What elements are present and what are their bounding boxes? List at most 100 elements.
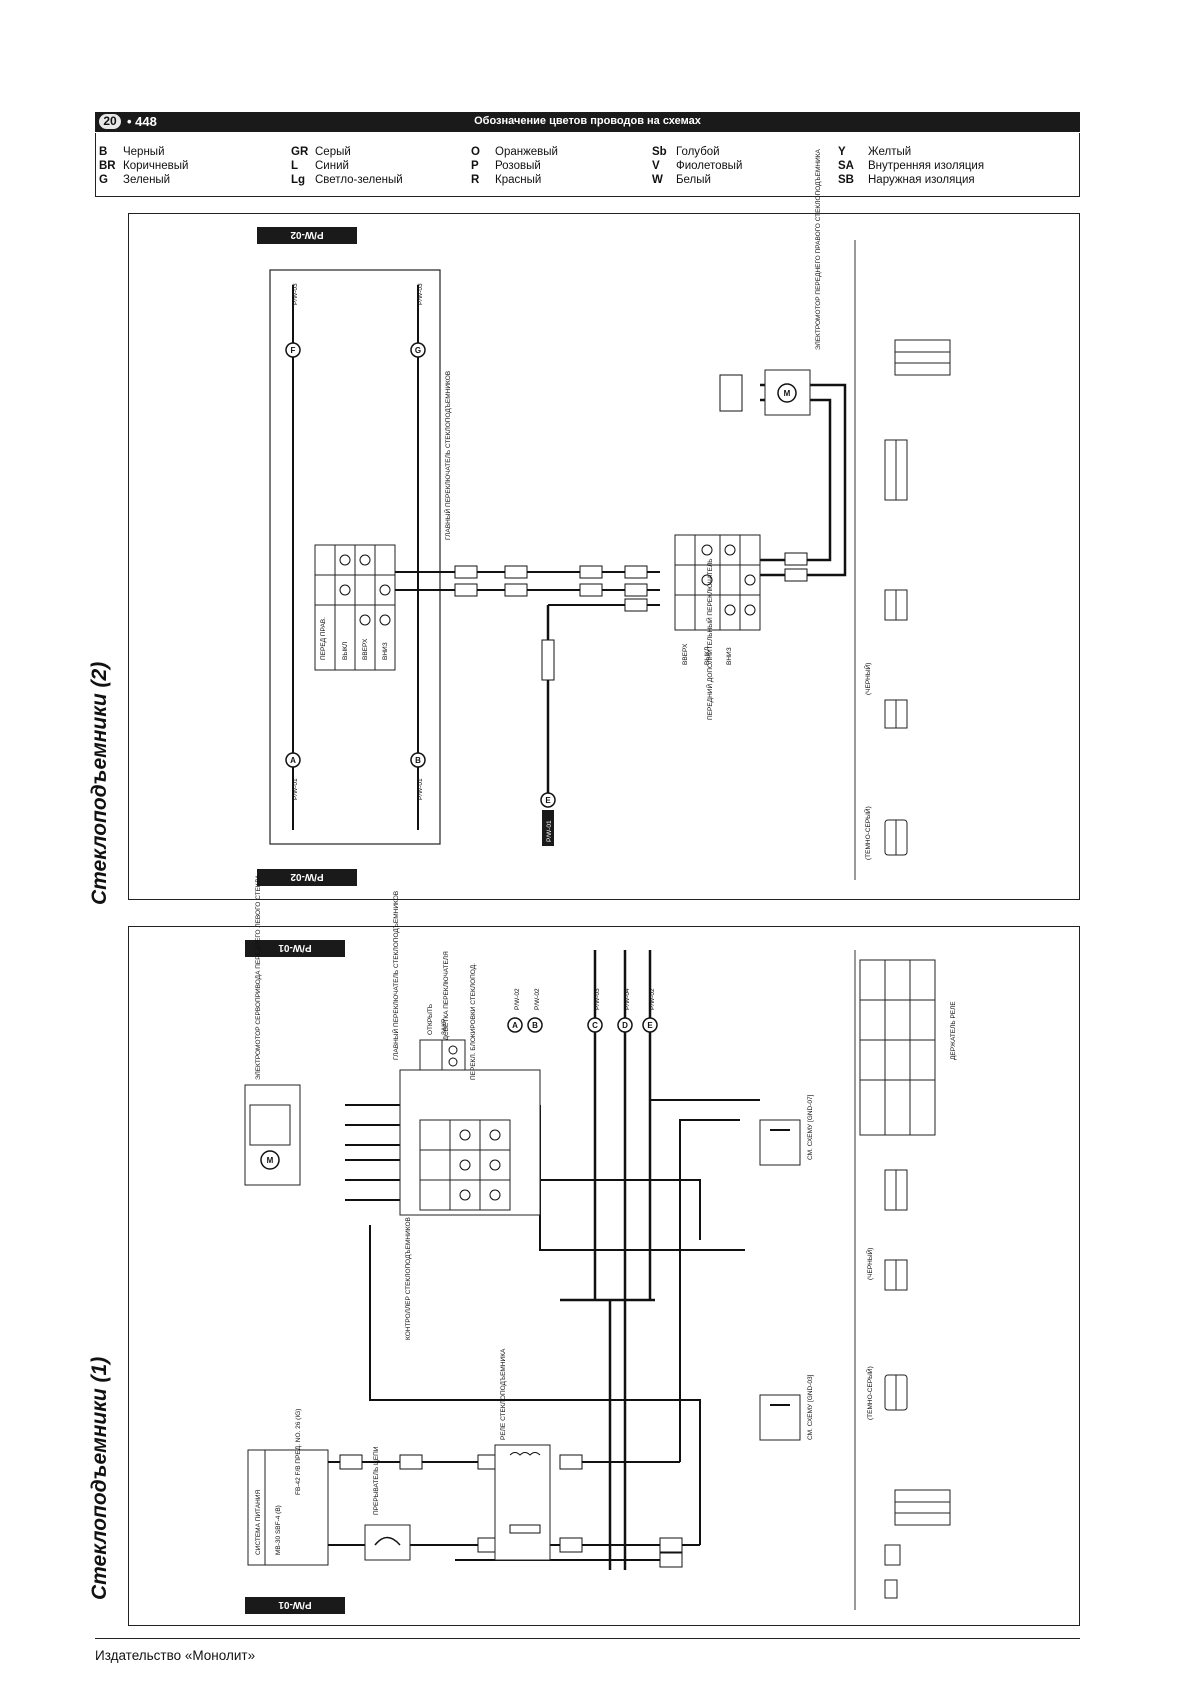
legend-title: Обозначение цветов проводов на схемах [474, 115, 701, 127]
header-bar: 20 • 448 Обозначение цветов проводов на … [95, 112, 1080, 132]
svg-text:СМ. СХЕМУ [GND-07]: СМ. СХЕМУ [GND-07] [807, 1094, 814, 1160]
main-switch-label: ГЛАВНЫЙ ПЕРЕКЛЮЧАТЕЛЬ СТЕКЛОПОДЪЕМНИКОВ [443, 371, 452, 540]
svg-text:G: G [415, 346, 421, 355]
footer-rule [95, 1638, 1080, 1639]
link-b: B P/W-01 [410, 752, 426, 800]
ground-1: СМ. СХЕМУ [GND-03] [759, 1374, 814, 1441]
svg-text:ЭЛЕКТРОМОТОР СЕРВОПРИВОДА ПЕРЕ: ЭЛЕКТРОМОТОР СЕРВОПРИВОДА ПЕРЕДНЕГО ЛЕВО… [255, 874, 262, 1080]
svg-text:P/W-01: P/W-01 [546, 820, 553, 842]
svg-text:P/W-02: P/W-02 [534, 988, 541, 1010]
panel2-wires [395, 383, 847, 800]
motor-label: ЭЛЕКТРОМОТОР ПЕРЕДНЕГО ПРАВОГО СТЕКЛОПОД… [815, 148, 822, 350]
svg-text:B: B [415, 756, 421, 765]
svg-text:ВЫКЛ: ВЫКЛ [342, 642, 349, 660]
svg-text:ПЕРЕДНИЙ ДОПОЛНИТЕЛЬНЫЙ ПЕРЕКЛ: ПЕРЕДНИЙ ДОПОЛНИТЕЛЬНЫЙ ПЕРЕКЛЮЧАТЕЛЬ [705, 558, 714, 720]
svg-text:A: A [290, 756, 296, 765]
panel1-frame [128, 926, 1080, 1626]
svg-text:КОНТРОЛЛЕР СТЕКЛОПОДЪЕМНИКОВ: КОНТРОЛЛЕР СТЕКЛОПОДЪЕМНИКОВ [405, 1217, 412, 1340]
svg-text:P/W-03: P/W-03 [594, 988, 601, 1010]
panel2-diagram: P/W-02 P/W-02 F P/W-03 G P/W-03 A P/W-01 [257, 148, 951, 886]
panel1-code-tag-bottom: P/W-01 [245, 1597, 345, 1614]
relay-holder: ДЕРЖАТЕЛЬ РЕЛЕ [859, 959, 957, 1136]
panel2-inner-frame [269, 269, 441, 845]
svg-text:A: A [512, 1021, 518, 1030]
svg-text:(ТЕМНО-СЕРЫЙ): (ТЕМНО-СЕРЫЙ) [865, 1366, 874, 1420]
panel1-code-tag-top: P/W-01 [245, 940, 345, 957]
svg-text:E: E [545, 796, 551, 805]
svg-text:ВНИЗ: ВНИЗ [726, 647, 733, 665]
svg-text:ПОДСВЕТКА ПЕРЕКЛЮЧАТЕЛЯ: ПОДСВЕТКА ПЕРЕКЛЮЧАТЕЛЯ [443, 951, 450, 1050]
window-controller: КОНТРОЛЛЕР СТЕКЛОПОДЪЕМНИКОВ ГЛАВНЫЙ ПЕР… [391, 891, 541, 1340]
panel2-code-tag-top: P/W-02 [257, 227, 357, 244]
aux-switch-grid: ВВЕРХ ВЫКЛ ВНИЗ [674, 534, 761, 665]
svg-text:C: C [592, 1021, 598, 1030]
link-f: F P/W-03 [285, 283, 301, 358]
link-g: G P/W-03 [410, 283, 426, 358]
main-switch-grid: ПЕРЕД ПРАВ. ВЫКЛ ВВЕРХ ВНИЗ [314, 544, 396, 671]
panel1-links: A P/W-02 B P/W-02 C P/W-03 D P/W-04 E P/… [507, 988, 658, 1033]
svg-text:P/W-01: P/W-01 [417, 778, 424, 800]
svg-text:ПЕРЕКЛ. БЛОКИРОВКИ СТЕКЛОПОД.: ПЕРЕКЛ. БЛОКИРОВКИ СТЕКЛОПОД. [470, 963, 477, 1080]
front-right-motor: M ЭЛЕКТРОМОТОР ПЕРЕДНЕГО ПРАВОГО СТЕКЛОП… [719, 148, 822, 416]
panel2-code-tag-bottom: P/W-02 [257, 869, 357, 886]
svg-text:P/W-01: P/W-01 [278, 942, 312, 953]
svg-text:ВВЕРХ: ВВЕРХ [362, 638, 369, 660]
window-relay: РЕЛЕ СТЕКЛОПОДЪЕМНИКА [494, 1348, 551, 1561]
svg-text:M: M [267, 1156, 274, 1165]
svg-text:MB-30 SBF-4 (B): MB-30 SBF-4 (B) [275, 1505, 282, 1555]
svg-text:ОТКРЫТЬ: ОТКРЫТЬ [427, 1004, 434, 1035]
panel1-connectors: (ЧЕРНЫЙ) (ТЕМНО-СЕРЫЙ) [865, 1169, 951, 1599]
svg-text:(ЧЕРНЫЙ): (ЧЕРНЫЙ) [863, 663, 872, 695]
svg-text:ПРЕРЫВАТЕЛЬ ЦЕПИ: ПРЕРЫВАТЕЛЬ ЦЕПИ [373, 1446, 380, 1515]
svg-text:P/W-02: P/W-02 [290, 871, 324, 882]
svg-text:P/W-01: P/W-01 [278, 1599, 312, 1610]
svg-text:D: D [622, 1021, 628, 1030]
svg-text:РЕЛЕ СТЕКЛОПОДЪЕМНИКА: РЕЛЕ СТЕКЛОПОДЪЕМНИКА [500, 1348, 507, 1440]
panel1-diagram: P/W-01 P/W-01 СИСТЕМА ПИТАНИЯ MB-30 SBF-… [244, 874, 957, 1614]
publisher-footer: Издательство «Монолит» [95, 1648, 256, 1663]
svg-text:F: F [291, 346, 296, 355]
svg-text:ВВЕРХ: ВВЕРХ [682, 643, 689, 665]
svg-text:ВЫКЛ: ВЫКЛ [704, 647, 711, 665]
svg-text:P/W-03: P/W-03 [417, 283, 424, 305]
svg-text:ЗАКР: ЗАКР [441, 1019, 448, 1035]
svg-text:P/W-04: P/W-04 [624, 988, 631, 1010]
svg-text:P/W-02: P/W-02 [649, 988, 656, 1010]
svg-text:P/W-02: P/W-02 [514, 988, 521, 1010]
panel2-frame [128, 213, 1080, 900]
link-e: E P/W-01 [540, 792, 556, 846]
svg-text:СИСТЕМА ПИТАНИЯ: СИСТЕМА ПИТАНИЯ [255, 1489, 262, 1555]
svg-text:ГЛАВНЫЙ ПЕРЕКЛЮЧАТЕЛЬ СТЕКЛОПО: ГЛАВНЫЙ ПЕРЕКЛЮЧАТЕЛЬ СТЕКЛОПОДЪЕМНИКОВ [391, 891, 400, 1060]
page-number: • 448 [127, 114, 157, 129]
svg-text:P/W-03: P/W-03 [292, 283, 299, 305]
aux-switch-label: ПЕРЕДНИЙ ДОПОЛНИТЕЛЬНЫЙ ПЕРЕКЛЮЧАТЕЛЬ [705, 558, 714, 720]
panel2-connectors: (ЧЕРНЫЙ) (ТЕМНО-СЕРЫЙ) [863, 339, 951, 860]
svg-text:(ТЕМНО-СЕРЫЙ): (ТЕМНО-СЕРЫЙ) [863, 806, 872, 860]
svg-text:E: E [647, 1021, 653, 1030]
svg-text:ДЕРЖАТЕЛЬ РЕЛЕ: ДЕРЖАТЕЛЬ РЕЛЕ [950, 1001, 957, 1060]
panel1-wires [328, 950, 760, 1570]
front-left-motor: M ЭЛЕКТРОМОТОР СЕРВОПРИВОДА ПЕРЕДНЕГО ЛЕ… [244, 874, 301, 1186]
ground-2: СМ. СХЕМУ [GND-07] [759, 1094, 814, 1166]
svg-text:M: M [784, 389, 791, 398]
svg-text:ПЕРЕД ПРАВ.: ПЕРЕД ПРАВ. [320, 617, 327, 660]
